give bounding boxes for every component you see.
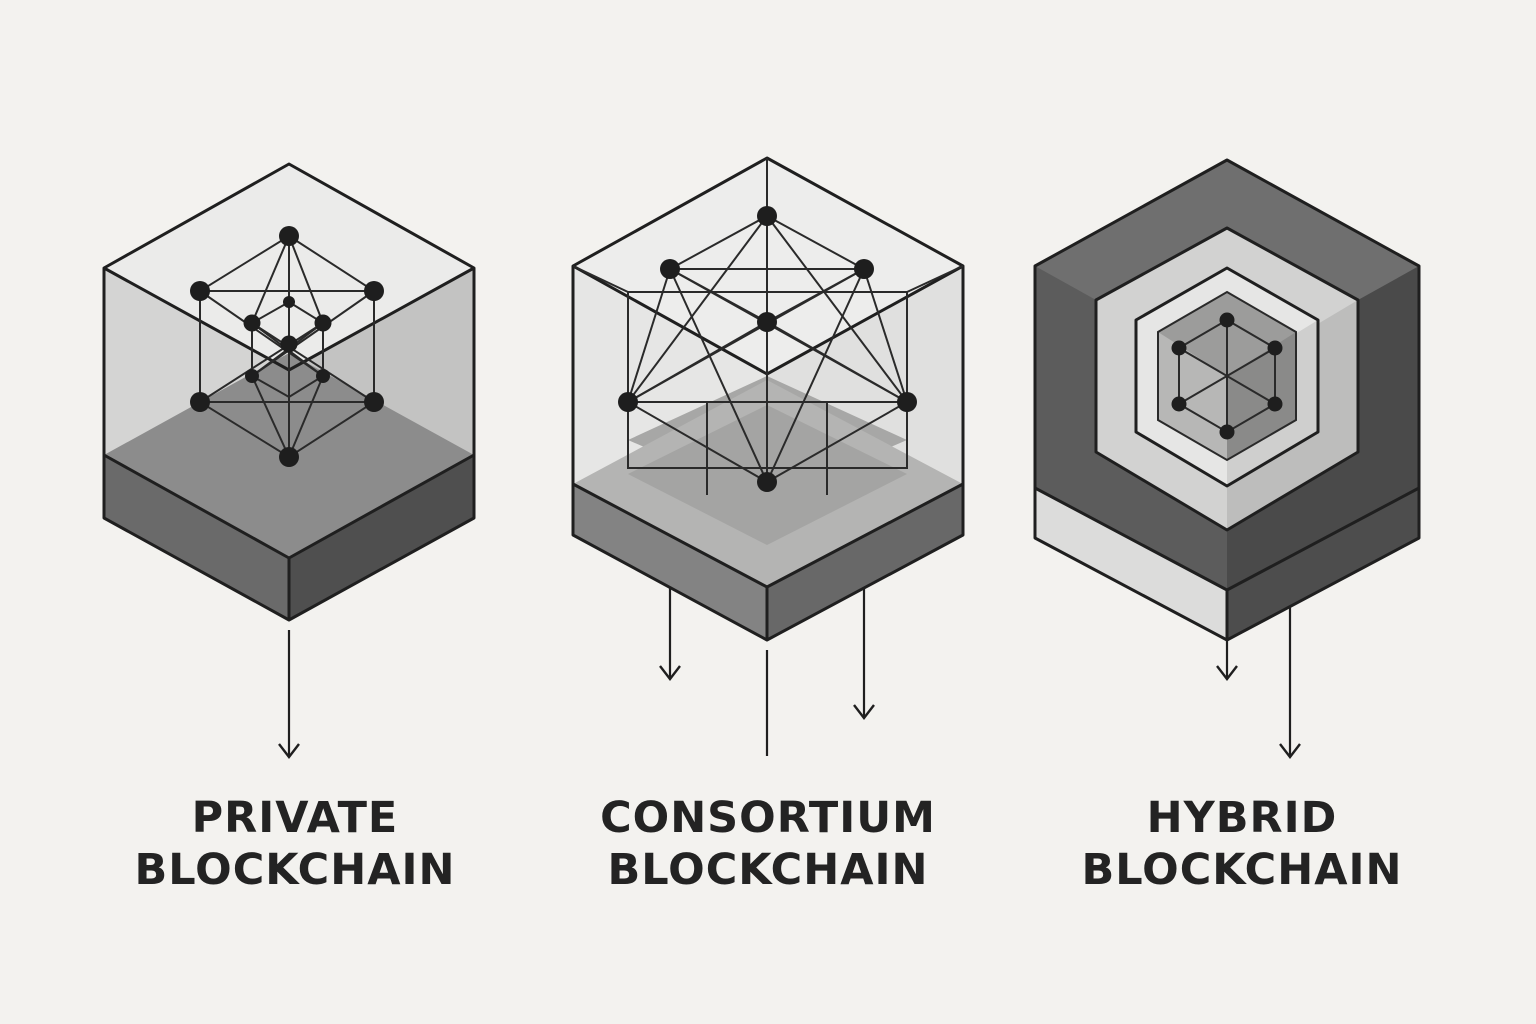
hybrid-core-outline bbox=[1157, 290, 1297, 462]
consortium-base-left bbox=[573, 484, 767, 640]
hybrid-base-right bbox=[1227, 488, 1419, 640]
consortium-right-arrow bbox=[853, 587, 875, 720]
hybrid-frame-right-dark bbox=[1227, 266, 1419, 590]
caption-line1: HYBRID bbox=[1146, 793, 1338, 843]
private-blockchain-cube bbox=[102, 162, 476, 759]
hybrid-blockchain-cube bbox=[1033, 158, 1421, 759]
private-base-right bbox=[289, 455, 474, 620]
hybrid-node-network bbox=[1171, 312, 1283, 440]
consortium-blockchain-cube bbox=[571, 156, 965, 756]
caption-line2: BLOCKCHAIN bbox=[1081, 845, 1403, 895]
hybrid-base-left bbox=[1035, 488, 1227, 640]
hybrid-middle-outline bbox=[1094, 226, 1360, 532]
private-down-arrow bbox=[278, 630, 300, 759]
private-node-network bbox=[190, 226, 384, 467]
consortium-right-wall bbox=[767, 266, 963, 484]
caption-line2: BLOCKCHAIN bbox=[607, 845, 929, 895]
hybrid-inner-outline bbox=[1134, 266, 1320, 488]
consortium-left-arrow bbox=[659, 587, 681, 681]
consortium-blockchain-caption: CONSORTIUM BLOCKCHAIN bbox=[558, 792, 978, 896]
private-base-left bbox=[104, 455, 289, 620]
caption-line2: BLOCKCHAIN bbox=[134, 845, 456, 895]
consortium-left-wall bbox=[573, 266, 767, 484]
consortium-node-network bbox=[618, 206, 917, 495]
private-blockchain-caption: PRIVATE BLOCKCHAIN bbox=[85, 792, 505, 896]
hybrid-frame-left-dark bbox=[1035, 266, 1227, 590]
hybrid-left-arrow bbox=[1216, 640, 1238, 681]
hybrid-blockchain-caption: HYBRID BLOCKCHAIN bbox=[1032, 792, 1452, 896]
caption-line1: PRIVATE bbox=[191, 793, 399, 843]
hybrid-right-arrow bbox=[1279, 606, 1301, 759]
caption-line1: CONSORTIUM bbox=[600, 793, 936, 843]
consortium-base-right bbox=[767, 484, 963, 640]
